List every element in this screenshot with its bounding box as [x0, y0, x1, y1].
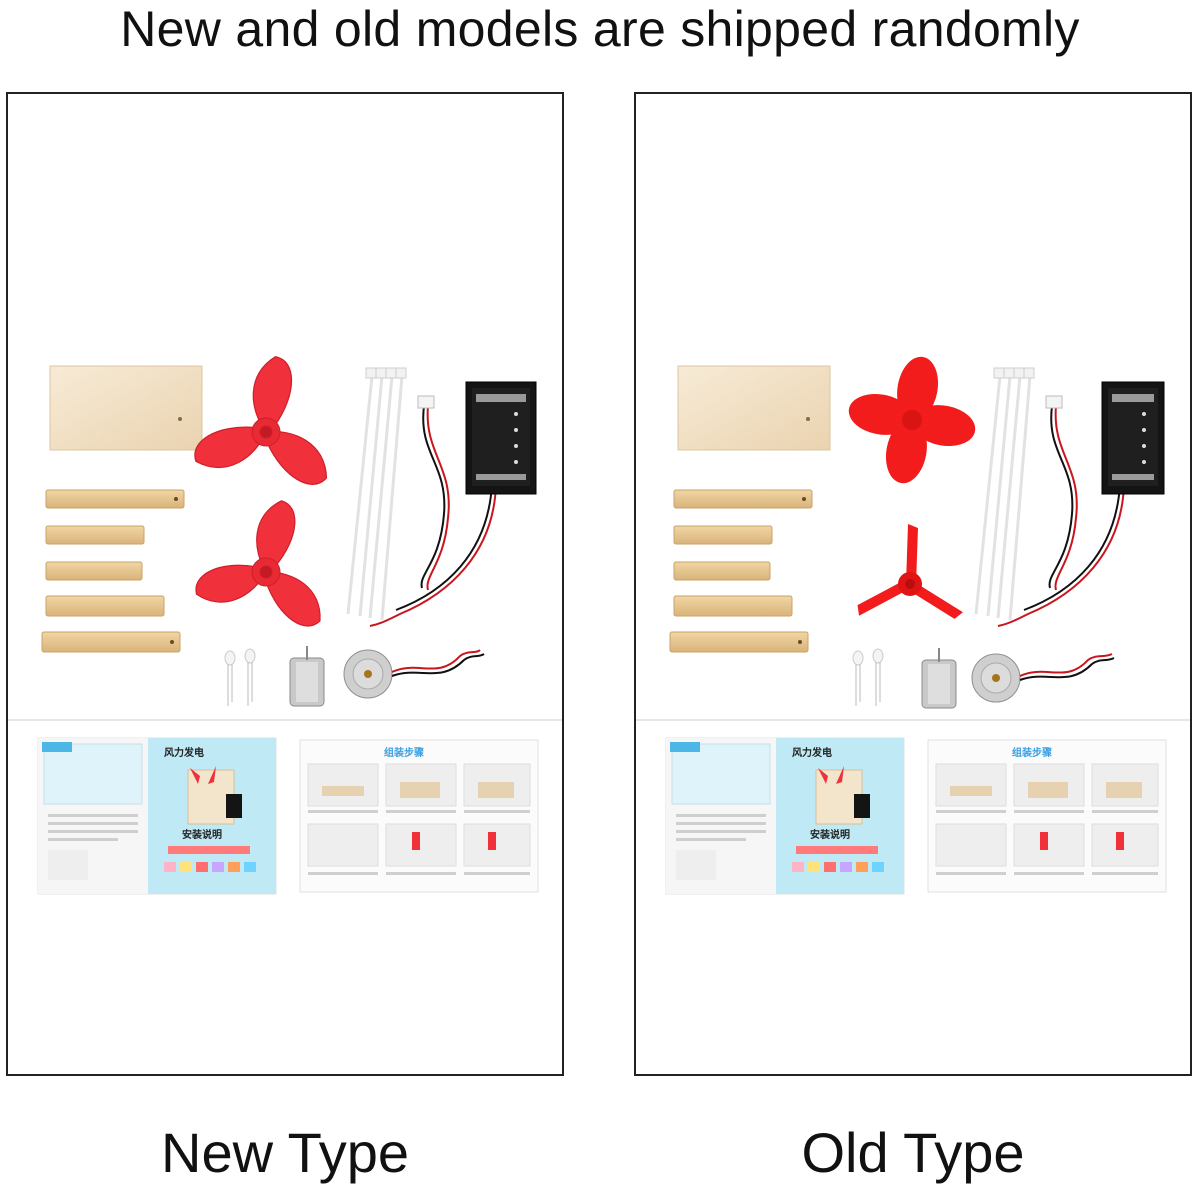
booklet-left-title: 风力发电 — [792, 746, 832, 759]
booklet-left-title: 风力发电 — [164, 746, 204, 759]
wooden-sticks — [41, 489, 185, 653]
four-blade-propeller-icon — [848, 356, 976, 484]
small-motor — [289, 646, 325, 707]
instruction-booklet-steps: 组装步骤 — [927, 739, 1167, 893]
instruction-booklet-cover: 风力发电 安装说明 — [37, 737, 277, 895]
booklet-right-title: 组装步骤 — [384, 746, 424, 759]
round-motor — [971, 653, 1115, 703]
cable-ties — [346, 375, 404, 621]
booklet-right-title: 组装步骤 — [1012, 746, 1052, 759]
battery-box — [465, 381, 537, 495]
propeller-icon — [187, 353, 338, 490]
wooden-board — [677, 365, 831, 451]
old-type-panel: 风力发电 安装说明 组装步骤 — [634, 92, 1192, 1076]
battery-wires — [369, 405, 497, 627]
headline: New and old models are shipped randomly — [120, 1, 1080, 57]
small-motor — [921, 648, 957, 709]
old-type-label: Old Type — [801, 1121, 1025, 1184]
cable-ties — [974, 375, 1032, 621]
battery-box — [1101, 381, 1165, 495]
new-type-kit-photo: 风力发电 安装说明 组装步骤 — [8, 353, 562, 895]
propeller-icon — [189, 499, 333, 633]
three-blade-propeller-icon — [857, 524, 963, 619]
round-motor — [343, 649, 485, 699]
instruction-booklet-cover: 风力发电 安装说明 — [665, 737, 905, 895]
old-type-kit-photo: 风力发电 安装说明 组装步骤 — [636, 356, 1190, 895]
new-type-panel: 风力发电 安装说明 组装步骤 — [6, 92, 564, 1076]
booklet-left-subtitle: 安装说明 — [810, 828, 850, 841]
booklet-left-subtitle: 安装说明 — [182, 828, 222, 841]
led-lights — [224, 648, 256, 706]
wooden-board — [49, 365, 203, 451]
led-lights — [852, 648, 884, 706]
wooden-sticks — [669, 489, 813, 653]
battery-wires — [997, 405, 1125, 627]
instruction-booklet-steps: 组装步骤 — [299, 739, 539, 893]
new-type-label: New Type — [161, 1121, 409, 1184]
